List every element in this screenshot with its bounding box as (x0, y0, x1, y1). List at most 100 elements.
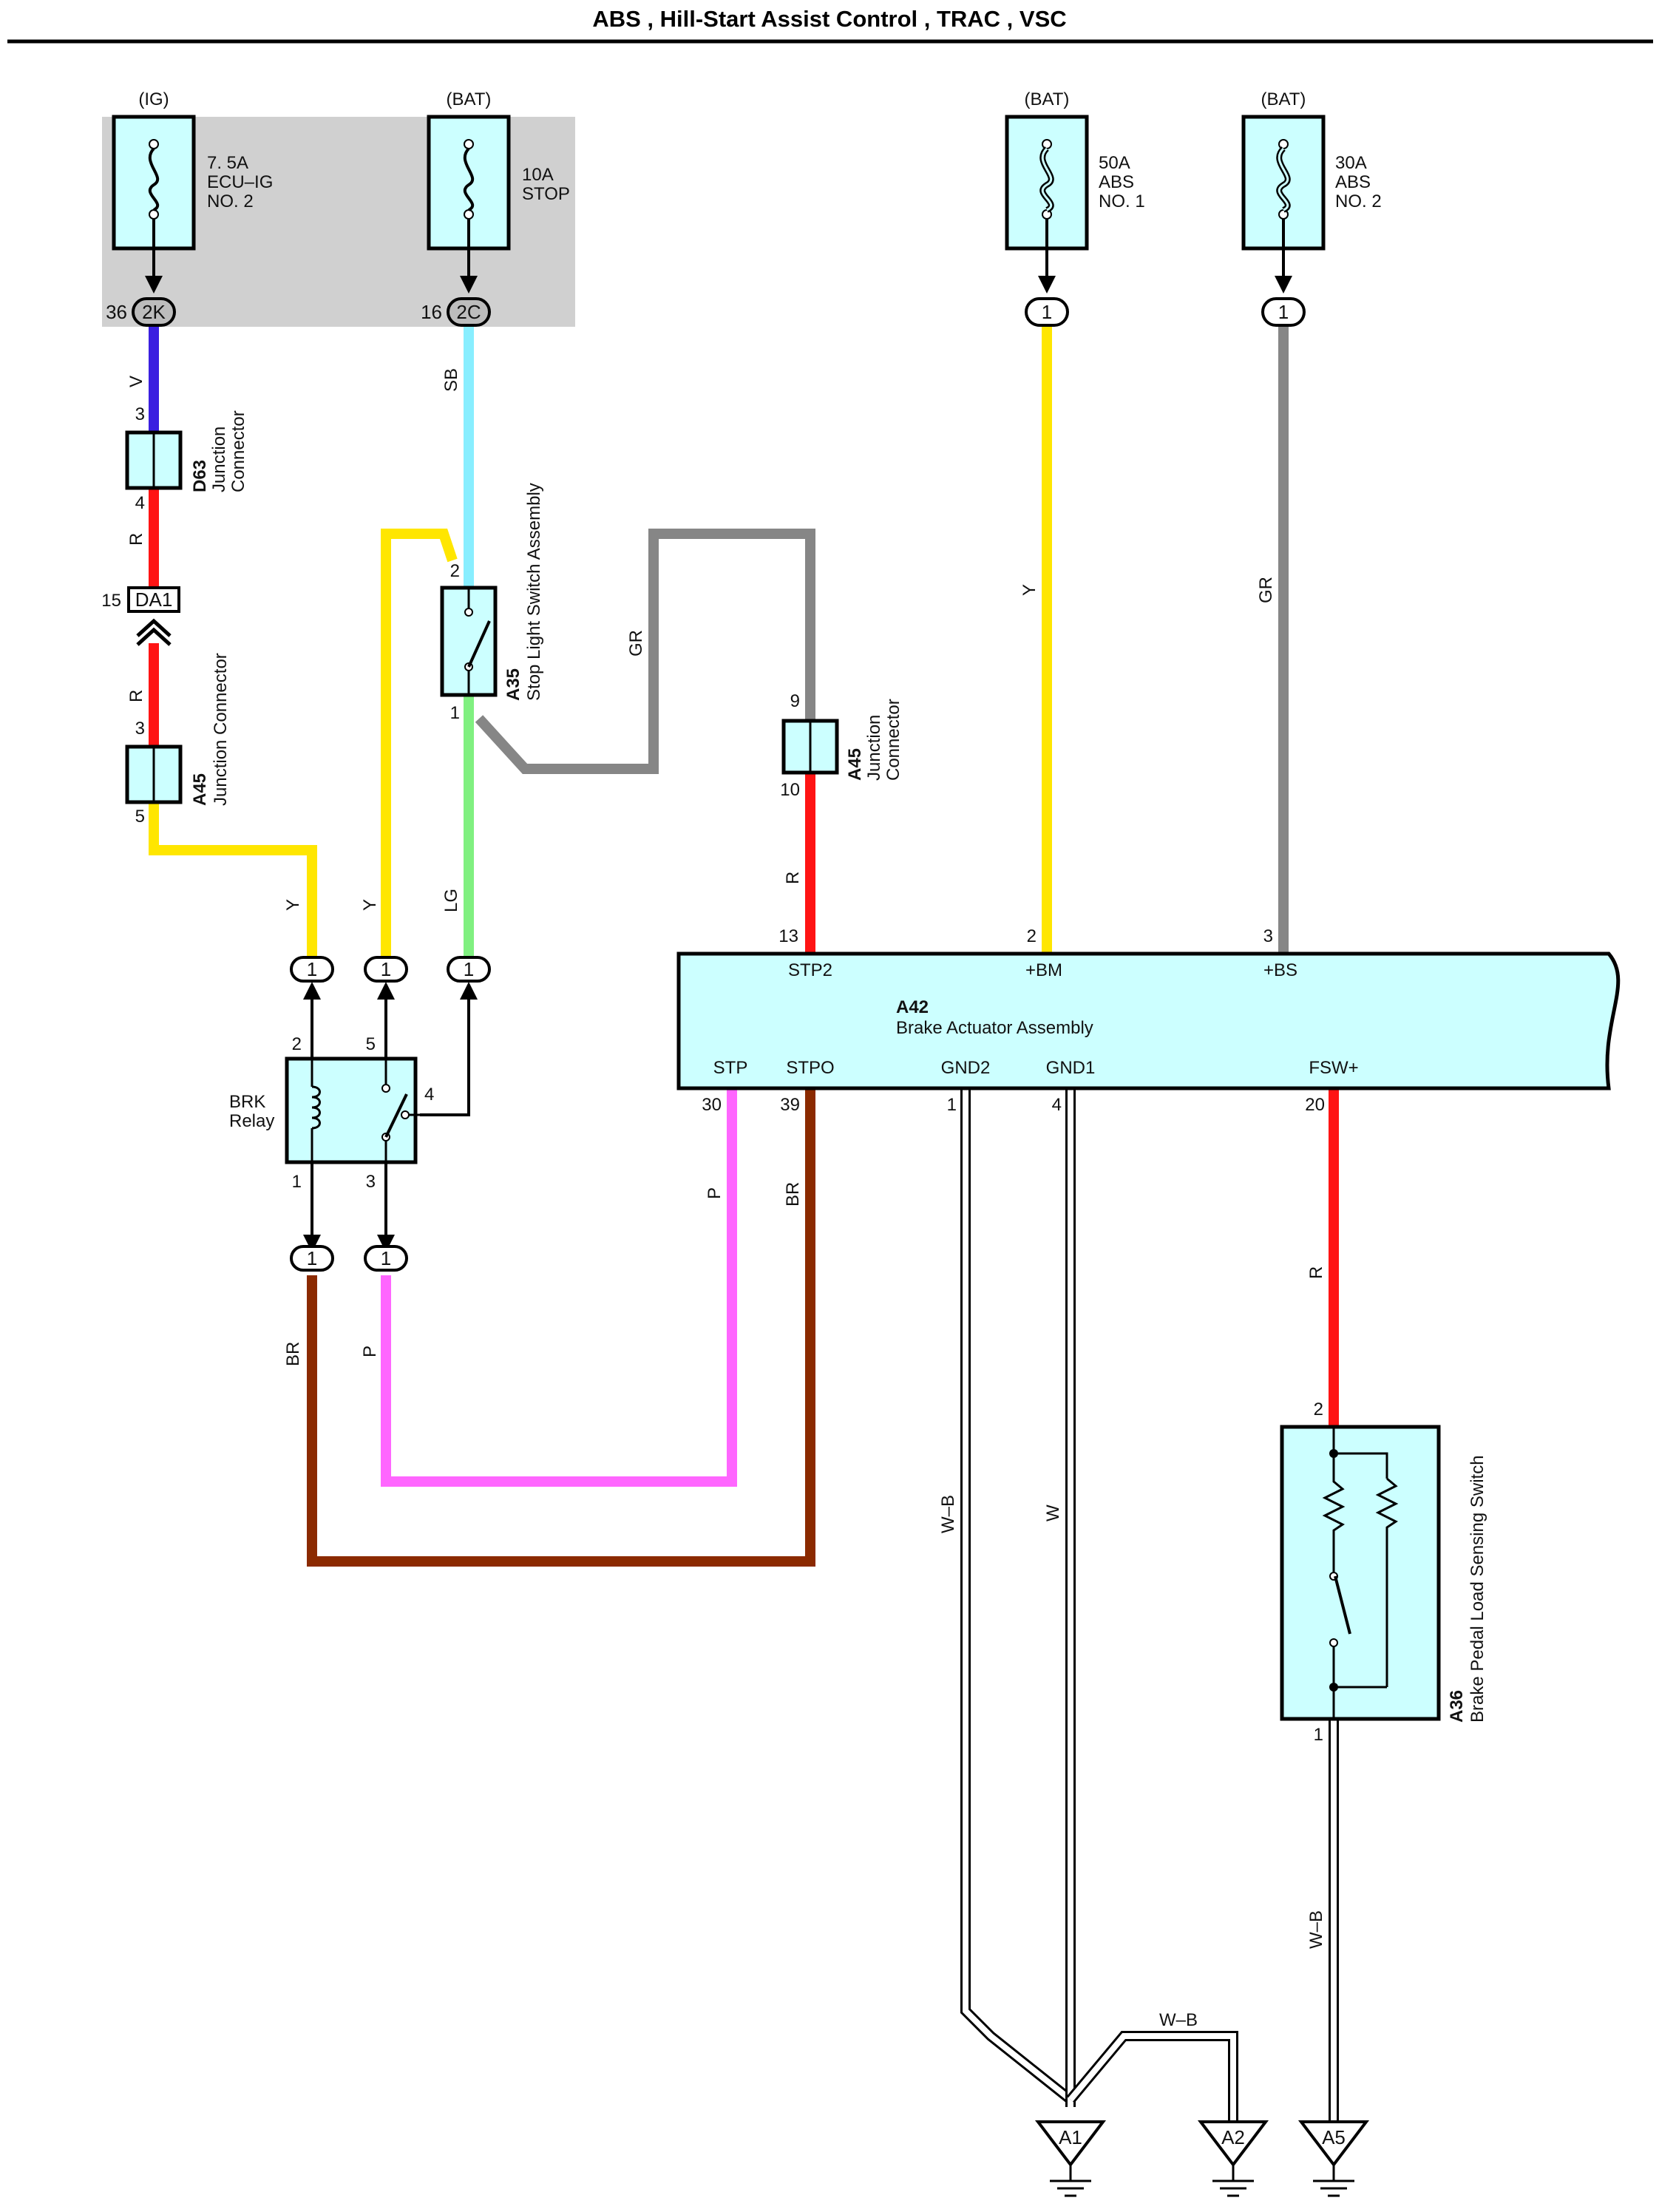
wire-label-wb1: W–B (938, 1495, 958, 1533)
wire-label-y3: Y (1020, 584, 1039, 596)
a45-mid-name1: Junction (864, 715, 884, 781)
svg-text:A5: A5 (1322, 2126, 1346, 2148)
actuator-pin-stp: 30 (702, 1095, 722, 1115)
relay-top-leads (303, 982, 478, 1116)
a45-mid-pin-bot: 10 (780, 780, 800, 800)
relay-pin-5: 5 (366, 1034, 376, 1054)
actuator-label-gnd1: GND1 (1046, 1058, 1096, 1078)
connector-fuse4-out: 1 (1261, 297, 1306, 327)
a45-left-id: A45 (190, 773, 210, 806)
relay-bottom-leads (303, 1162, 395, 1252)
relay-pin-4: 4 (424, 1085, 434, 1105)
wire-label-gr2: GR (1256, 577, 1276, 603)
connector-2k-pin: 36 (106, 301, 127, 323)
actuator-pin-stpo: 39 (780, 1095, 800, 1115)
fuse3-name2: NO. 1 (1099, 191, 1145, 211)
wire-label-y1: Y (283, 899, 303, 911)
svg-text:1: 1 (381, 958, 391, 980)
wire-y-a45-relay (149, 802, 317, 957)
actuator-pin-gnd2: 1 (947, 1095, 957, 1115)
page-title: ABS , Hill-Start Assist Control , TRAC ,… (592, 6, 1067, 32)
actuator-label-bm: +BM (1025, 960, 1062, 980)
switch-a35 (440, 586, 498, 697)
svg-text:2K: 2K (142, 301, 166, 323)
actuator-label-stp: STP (713, 1058, 748, 1078)
wire-label-w: W (1043, 1504, 1063, 1521)
actuator-pin-fsw: 20 (1305, 1095, 1325, 1115)
fuse1-name2: NO. 2 (207, 191, 254, 211)
ground-a2: A2 (1197, 2120, 1269, 2197)
connector-d63 (125, 430, 183, 490)
brake-actuator-assembly (676, 951, 1621, 1090)
actuator-label-bs: +BS (1263, 960, 1297, 980)
a45-mid-pin-top: 9 (790, 691, 800, 711)
fuse4-source: (BAT) (1261, 89, 1306, 109)
fuse-stop (427, 115, 511, 294)
wire-y-a35-relay (381, 529, 458, 957)
relay-inline-connectors-top: 1 1 1 (290, 956, 491, 983)
svg-text:DA1: DA1 (135, 588, 173, 611)
wire-label-lg: LG (441, 889, 461, 912)
d63-pin-bot: 4 (135, 493, 145, 513)
wire-label-sb: SB (441, 368, 461, 392)
a36-pin-bot: 1 (1314, 1725, 1323, 1745)
actuator-pin-bm: 2 (1027, 926, 1037, 946)
wire-label-r4: R (1306, 1266, 1326, 1279)
a45-left-pin-top: 3 (135, 719, 145, 739)
wire-label-wb3: W–B (1306, 1910, 1326, 1949)
fuse3-source: (BAT) (1025, 89, 1070, 109)
fuse2-source: (BAT) (447, 89, 492, 109)
d63-name1: Junction (209, 427, 229, 492)
connector-2c: 2C (447, 297, 491, 327)
wire-label-r1: R (126, 533, 146, 546)
connector-a45-mid (781, 719, 839, 775)
ground-a1: A1 (1034, 2120, 1107, 2197)
wire-label-y2: Y (360, 899, 380, 911)
relay-name1: BRK (229, 1092, 265, 1112)
brk-relay (285, 1056, 420, 1164)
svg-text:1: 1 (307, 1247, 317, 1269)
d63-pin-top: 3 (135, 404, 145, 424)
svg-text:1: 1 (1278, 301, 1289, 323)
fuse-abs-no1 (1005, 115, 1089, 294)
wire-label-br2: BR (283, 1342, 303, 1366)
svg-text:1: 1 (464, 958, 474, 980)
fuse-abs-no2 (1241, 115, 1326, 294)
wire-label-p1: P (705, 1187, 725, 1199)
a35-id: A35 (503, 668, 523, 701)
wire-label-br1: BR (783, 1182, 803, 1207)
a36-pin-top: 2 (1314, 1400, 1323, 1419)
actuator-label-stpo: STPO (786, 1058, 834, 1078)
a36-name: Brake Pedal Load Sensing Switch (1468, 1455, 1487, 1723)
connector-fuse3-out: 1 (1025, 297, 1069, 327)
switch-a36 (1280, 1425, 1441, 1721)
fuse1-name1: ECU–IG (207, 172, 273, 192)
svg-text:1: 1 (381, 1247, 391, 1269)
actuator-label-stp2: STP2 (788, 960, 832, 980)
connector-a45-left (125, 744, 183, 804)
svg-text:1: 1 (1042, 301, 1052, 323)
d63-id: D63 (190, 460, 210, 492)
actuator-pin-gnd1: 4 (1052, 1095, 1062, 1115)
connector-2k: 2K (132, 297, 176, 327)
actuator-id: A42 (896, 997, 929, 1017)
connector-da1: DA1 (127, 586, 180, 646)
fuse4-name1: ABS (1335, 172, 1371, 192)
relay-pin-2: 2 (292, 1034, 302, 1054)
actuator-label-fsw: FSW+ (1309, 1058, 1358, 1078)
actuator-label-gnd2: GND2 (941, 1058, 991, 1078)
a35-pin-bot: 1 (450, 703, 460, 723)
fuse3-name1: ABS (1099, 172, 1134, 192)
relay-pin-3: 3 (366, 1172, 376, 1192)
actuator-pin-stp2: 13 (778, 926, 798, 946)
connector-2c-pin: 16 (421, 301, 442, 323)
ground-a5: A5 (1297, 2120, 1370, 2197)
wire-label-r3: R (783, 872, 803, 884)
fuse-ecu-ig-no2 (112, 115, 196, 294)
svg-text:A2: A2 (1221, 2126, 1245, 2148)
fuse1-rating: 7. 5A (207, 153, 248, 173)
svg-text:2C: 2C (456, 301, 481, 323)
fuse3-rating: 50A (1099, 153, 1130, 173)
wire-label-wb2: W–B (1159, 2010, 1198, 2030)
wire-wb-gnd2 (960, 1088, 1074, 2104)
